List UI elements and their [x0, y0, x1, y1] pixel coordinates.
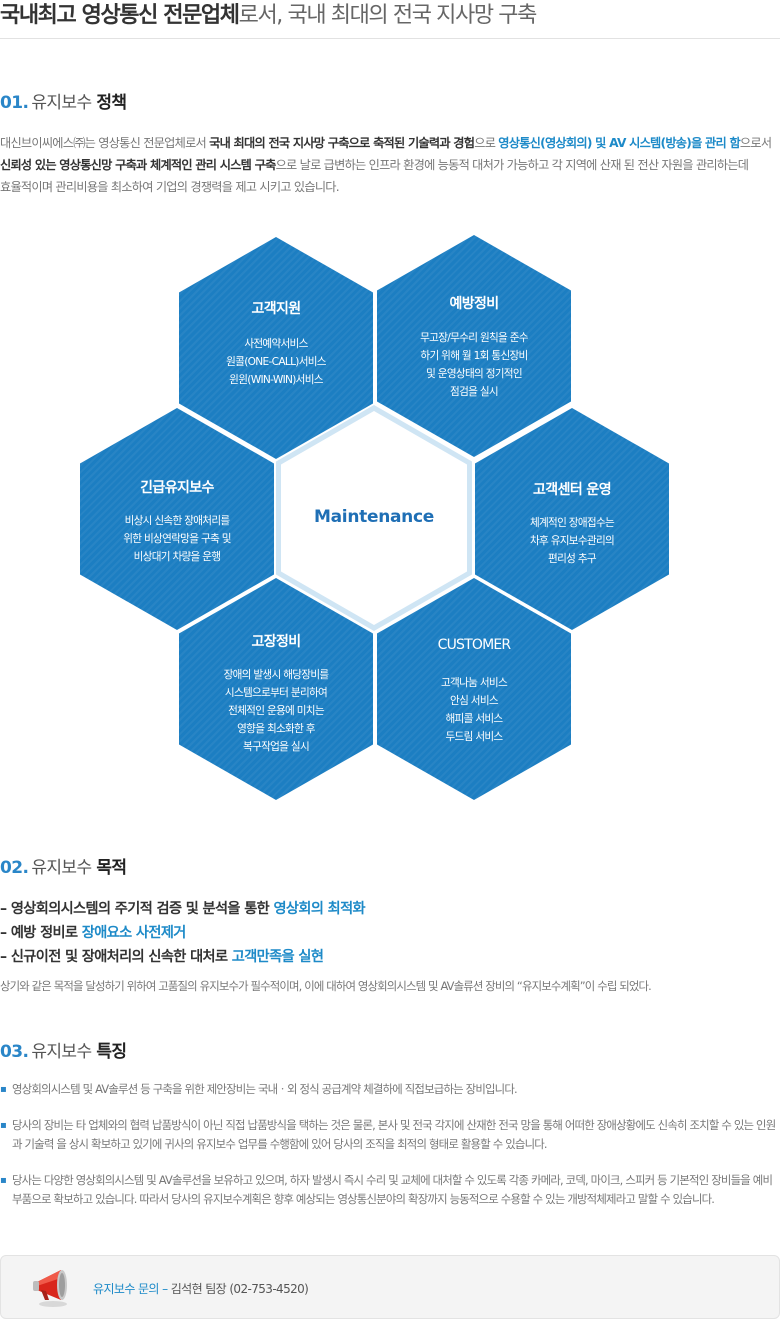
- bullet-icon: ▪: [0, 1175, 7, 1186]
- section-label: 유지보수: [31, 858, 92, 878]
- section-policy-heading: 01.유지보수 정책: [0, 92, 127, 114]
- hex-line: 장애의 발생시 해당장비를: [223, 669, 330, 681]
- intro-text: 으로: [474, 136, 499, 150]
- feature-item: ▪ 영상회의시스템 및 AV솔루션 등 구축을 위한 제안장비는 국내ㆍ외 정식…: [0, 1080, 780, 1099]
- goal-text: – 신규이전 및 장애처리의 신속한 대처로: [0, 949, 232, 965]
- hex-line: 고객나눔 서비스: [441, 677, 508, 689]
- feature-item: ▪ 당사는 다양한 영상회의시스템 및 AV솔루션을 보유하고 있으며, 하자 …: [0, 1171, 780, 1209]
- page-title-bold: 국내최고 영상통신 전문업체: [0, 3, 240, 28]
- section-number: 01: [0, 93, 23, 113]
- hex-desc: 고객나눔 서비스 안심 서비스 해피콜 서비스 두드림 서비스: [387, 674, 561, 746]
- section-features-heading: 03.유지보수 특징: [0, 1041, 127, 1063]
- goal-highlight: 영상회의 최적화: [273, 901, 365, 917]
- goal-item: – 예방 정비로 장애요소 사전제거: [0, 922, 186, 942]
- feature-text: 영상회의시스템 및 AV솔루션 등 구축을 위한 제안장비는 국내ㆍ외 정식 공…: [12, 1082, 518, 1096]
- hex-line: 차후 유지보수관리의: [529, 535, 615, 547]
- section-bold: 정책: [96, 93, 127, 113]
- hex-line: 두드림 서비스: [445, 731, 504, 743]
- center-label: Maintenance: [314, 507, 434, 527]
- hex-line: 비상시 신속한 장애처리를: [124, 515, 231, 527]
- hex-line: 복구작업을 실시: [243, 741, 310, 753]
- hex-line: 및 운영상태의 정기적인: [426, 368, 522, 380]
- hex-line: 편리성 추구: [548, 553, 597, 565]
- hex-line: 위한 비상연락망을 구축 및: [123, 533, 231, 545]
- hex-title: 긴급유지보수: [140, 480, 214, 496]
- section-label: 유지보수: [31, 1042, 92, 1062]
- hex-line: 해피콜 서비스: [445, 713, 504, 725]
- goal-highlight: 고객만족을 실현: [231, 949, 324, 965]
- intro-text: 으로서: [739, 136, 772, 150]
- intro-emphasis: 국내 최대의 전국 지사망 구축으로 축적된 기술력과 경험: [209, 136, 475, 150]
- intro-text: 으로 날로 급변하는 인프라 환경에 능동적 대처가 가능하고 각 지역에 산재…: [0, 158, 749, 194]
- goal-text: – 예방 정비로: [0, 925, 82, 941]
- hex-line: 전체적인 운용에 미치는: [228, 705, 324, 717]
- hex-line: 점검을 실시: [450, 386, 499, 398]
- hex-desc: 무고장/무수리 원칙을 준수 하기 위해 월 1회 통신장비 및 운영상태의 정…: [387, 329, 561, 401]
- intro-text: 대신브이씨에스㈜는 영상통신 전문업체로서: [0, 136, 210, 150]
- contact-value: 김석현 팀장 (02-753-4520): [170, 1282, 309, 1296]
- megaphone-icon: [33, 1270, 67, 1307]
- hex-line: 비상대기 차량을 운행: [133, 551, 221, 563]
- hex-line: 체계적인 장애접수는: [529, 517, 615, 529]
- hex-line: 영향을 최소화한 후: [237, 723, 315, 735]
- section-number: 03: [0, 1042, 23, 1062]
- hex-desc: 장애의 발생시 해당장비를 시스템으로부터 분리하여 전체적인 운용에 미치는 …: [189, 666, 363, 756]
- bullet-icon: ▪: [0, 1084, 7, 1095]
- bullet-icon: ▪: [0, 1120, 7, 1131]
- goal-item: – 영상회의시스템의 주기적 검증 및 분석을 통한 영상회의 최적화: [0, 898, 366, 918]
- section-bold: 목적: [96, 858, 127, 878]
- hex-desc: 비상시 신속한 장애처리를 위한 비상연락망을 구축 및 비상대기 차량을 운행: [90, 512, 264, 566]
- section-dot: .: [22, 1042, 29, 1062]
- hex-title: CUSTOMER: [437, 637, 512, 653]
- goal-highlight: 장애요소 사전제거: [81, 925, 187, 941]
- feature-text: 당사의 장비는 타 업체와의 협력 납품방식이 아닌 직접 납품방식을 택하는 …: [12, 1118, 776, 1151]
- section-dot: .: [22, 858, 29, 878]
- feature-text: 당사는 다양한 영상회의시스템 및 AV솔루션을 보유하고 있으며, 하자 발생…: [12, 1173, 773, 1206]
- hex-title: 고장정비: [251, 634, 301, 650]
- contact-box: 유지보수 문의 – 김석현 팀장 (02-753-4520): [0, 1255, 780, 1319]
- section-bold: 특징: [96, 1042, 127, 1062]
- page-title: 국내최고 영상통신 전문업체로서, 국내 최대의 전국 지사망 구축: [0, 2, 538, 30]
- intro-highlight: 영상통신(영상회의) 및 AV 시스템(방송)을 관리 함: [498, 136, 740, 150]
- goal-item: – 신규이전 및 장애처리의 신속한 대처로 고객만족을 실현: [0, 946, 324, 966]
- section-label: 유지보수: [31, 93, 92, 113]
- hex-line: 사전예약서비스: [244, 338, 308, 350]
- hex-line: 하기 위해 월 1회 통신장비: [420, 350, 528, 362]
- section-dot: .: [22, 93, 29, 113]
- hex-title: 예방정비: [449, 296, 499, 312]
- hex-desc: 체계적인 장애접수는 차후 유지보수관리의 편리성 추구: [485, 514, 659, 568]
- title-divider: [0, 38, 780, 39]
- section-purpose-heading: 02.유지보수 목적: [0, 857, 127, 879]
- hex-line: 윈윈(WIN-WIN)서비스: [229, 374, 323, 386]
- hex-line: 시스템으로부터 분리하여: [224, 687, 328, 699]
- goal-text: – 영상회의시스템의 주기적 검증 및 분석을 통한: [0, 901, 274, 917]
- hex-desc: 사전예약서비스 원콜(ONE-CALL)서비스 윈윈(WIN-WIN)서비스: [189, 335, 363, 389]
- hex-title: 고객지원: [251, 301, 301, 317]
- page-title-rest: 로서, 국내 최대의 전국 지사망 구축: [238, 3, 538, 28]
- contact-label: 유지보수 문의 –: [93, 1282, 168, 1296]
- hex-line: 원콜(ONE-CALL)서비스: [226, 356, 326, 368]
- hex-title: 고객센터 운영: [533, 482, 612, 498]
- feature-item: ▪ 당사의 장비는 타 업체와의 협력 납품방식이 아닌 직접 납품방식을 택하…: [0, 1116, 780, 1154]
- contact-info: 유지보수 문의 – 김석현 팀장 (02-753-4520): [93, 1280, 309, 1297]
- policy-intro: 대신브이씨에스㈜는 영상통신 전문업체로서 국내 최대의 전국 지사망 구축으로…: [0, 132, 776, 198]
- purpose-note: 상기와 같은 목적을 달성하기 위하여 고품질의 유지보수가 필수적이며, 이에…: [0, 979, 652, 993]
- section-number: 02: [0, 858, 23, 878]
- hex-line: 무고장/무수리 원칙을 준수: [420, 332, 528, 344]
- intro-emphasis: 신뢰성 있는 영상통신망 구축과 체계적인 관리 시스템 구축: [0, 158, 276, 172]
- hex-line: 안심 서비스: [450, 695, 499, 707]
